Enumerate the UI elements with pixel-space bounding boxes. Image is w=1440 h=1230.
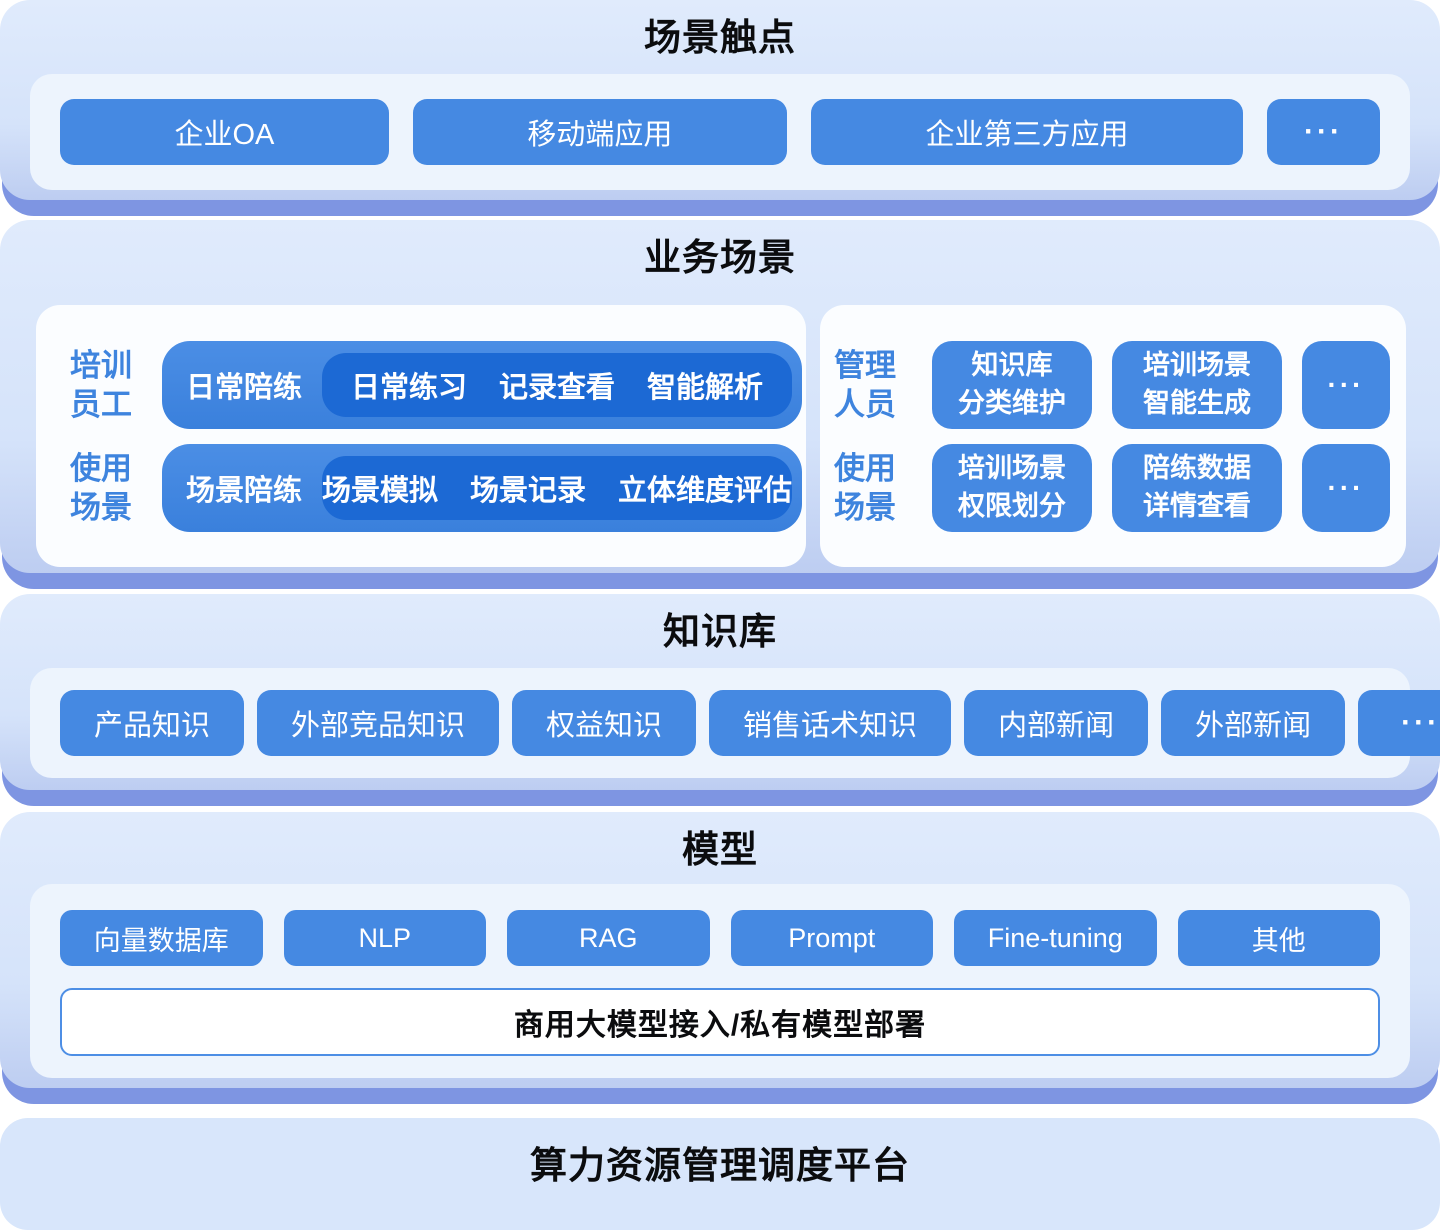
benefits-knowledge-button[interactable]: 权益知识 [512, 690, 697, 756]
daily-sparring-label: 日常陪练 [186, 372, 303, 404]
layer-face: 模型 向量数据库 NLP RAG Prompt Fine-tuning 其他 商… [0, 812, 1440, 1088]
layer-title-scene-touchpoints: 场景触点 [644, 17, 796, 58]
knowledge-button-tray: 产品知识 外部竞品知识 权益知识 销售话术知识 内部新闻 外部新闻 ··· [30, 668, 1440, 778]
layer-face: 知识库 产品知识 外部竞品知识 权益知识 销售话术知识 内部新闻 外部新闻 ··… [0, 594, 1440, 790]
layer-face: 算力资源管理调度平台 [0, 1118, 1440, 1230]
mobile-app-button[interactable]: 移动端应用 [412, 99, 787, 165]
manager-row2-more-button[interactable]: ··· [1302, 444, 1390, 532]
layer-face: 业务场景 培训 员工 使用 场景 [0, 220, 1440, 573]
vector-database-button[interactable]: 向量数据库 [60, 910, 263, 966]
rag-button[interactable]: RAG [507, 910, 710, 966]
sales-script-knowledge-button[interactable]: 销售话术知识 [709, 690, 952, 756]
daily-sparring-pill[interactable]: 日常陪练 日常练习 记录查看 智能解析 [162, 341, 803, 429]
competitor-knowledge-button[interactable]: 外部竞品知识 [257, 690, 500, 756]
product-knowledge-button[interactable]: 产品知识 [60, 690, 245, 756]
multi-dimension-evaluation-item[interactable]: 立体维度评估 [618, 475, 793, 507]
kb-category-maintenance-button[interactable]: 知识库 分类维护 [932, 341, 1092, 429]
manager-row-1: 管理 人员 知识库 分类维护 培训场景 智能生成 ··· [834, 341, 1390, 429]
prompt-button[interactable]: Prompt [730, 910, 933, 966]
training-staff-side-labels: 培训 员工 使用 场景 [70, 341, 162, 532]
layer-computing-platform: 算力资源管理调度平台 [0, 1118, 1440, 1230]
layer-title-knowledge-base: 知识库 [663, 611, 777, 652]
scenario-panels: 培训 员工 使用 场景 日常陪练 日常练习 记 [36, 305, 1406, 567]
layer-title-business-scenarios: 业务场景 [644, 237, 796, 278]
internal-news-button[interactable]: 内部新闻 [964, 690, 1149, 756]
layer-title-computing-platform: 算力资源管理调度平台 [530, 1145, 910, 1186]
scenario-record-item[interactable]: 场景记录 [470, 475, 587, 507]
external-news-button[interactable]: 外部新闻 [1161, 690, 1346, 756]
model-button-row: 向量数据库 NLP RAG Prompt Fine-tuning 其他 [60, 910, 1380, 966]
manager-row-2: 使用 场景 培训场景 权限划分 陪练数据 详情查看 ··· [834, 444, 1390, 532]
llm-access-deployment-banner: 商用大模型接入/私有模型部署 [60, 988, 1380, 1056]
record-view-item[interactable]: 记录查看 [499, 372, 616, 404]
side-label-training-staff: 培训 员工 [70, 347, 132, 422]
fine-tuning-button[interactable]: Fine-tuning [954, 910, 1157, 966]
side-label-manager: 管理 人员 [834, 347, 896, 422]
daily-sparring-items: 日常练习 记录查看 智能解析 [322, 353, 793, 417]
training-scenario-generation-button[interactable]: 培训场景 智能生成 [1112, 341, 1282, 429]
layer-business-scenarios: 业务场景 培训 员工 使用 场景 [0, 220, 1440, 589]
panel-manager-scenarios: 管理 人员 知识库 分类维护 培训场景 智能生成 ··· [820, 305, 1406, 567]
layer-knowledge-base: 知识库 产品知识 外部竞品知识 权益知识 销售话术知识 内部新闻 外部新闻 ··… [0, 594, 1440, 806]
side-label-usage-scenario: 使用 场景 [70, 450, 132, 525]
panel-training-staff-scenarios: 培训 员工 使用 场景 日常陪练 日常练习 记 [36, 305, 806, 567]
smart-analysis-item[interactable]: 智能解析 [647, 372, 764, 404]
manager-row1-more-button[interactable]: ··· [1302, 341, 1390, 429]
layer-scene-touchpoints: 场景触点 企业OA 移动端应用 企业第三方应用 ··· [0, 0, 1440, 216]
nlp-button[interactable]: NLP [283, 910, 486, 966]
daily-practice-item[interactable]: 日常练习 [351, 372, 468, 404]
scenario-sparring-pill[interactable]: 场景陪练 场景模拟 场景记录 立体维度评估 [162, 444, 803, 532]
touchpoints-more-button[interactable]: ··· [1266, 99, 1380, 165]
scenario-sparring-label: 场景陪练 [186, 475, 303, 507]
layer-model: 模型 向量数据库 NLP RAG Prompt Fine-tuning 其他 商… [0, 812, 1440, 1104]
layer-title-model: 模型 [682, 829, 758, 870]
model-tray: 向量数据库 NLP RAG Prompt Fine-tuning 其他 商用大模… [30, 884, 1410, 1078]
sparring-data-detail-button[interactable]: 陪练数据 详情查看 [1112, 444, 1282, 532]
layer-face: 场景触点 企业OA 移动端应用 企业第三方应用 ··· [0, 0, 1440, 200]
other-models-button[interactable]: 其他 [1177, 910, 1380, 966]
knowledge-more-button[interactable]: ··· [1358, 690, 1440, 756]
touchpoint-button-tray: 企业OA 移动端应用 企业第三方应用 ··· [30, 74, 1410, 190]
scenario-simulation-item[interactable]: 场景模拟 [322, 475, 439, 507]
scenario-permission-button[interactable]: 培训场景 权限划分 [932, 444, 1092, 532]
training-rows: 日常陪练 日常练习 记录查看 智能解析 场景陪练 场景模拟 场景记录 [162, 341, 803, 532]
enterprise-oa-button[interactable]: 企业OA [60, 99, 389, 165]
third-party-app-button[interactable]: 企业第三方应用 [810, 99, 1243, 165]
side-label-usage-scenario: 使用 场景 [834, 450, 896, 525]
scenario-sparring-items: 场景模拟 场景记录 立体维度评估 [322, 456, 793, 520]
